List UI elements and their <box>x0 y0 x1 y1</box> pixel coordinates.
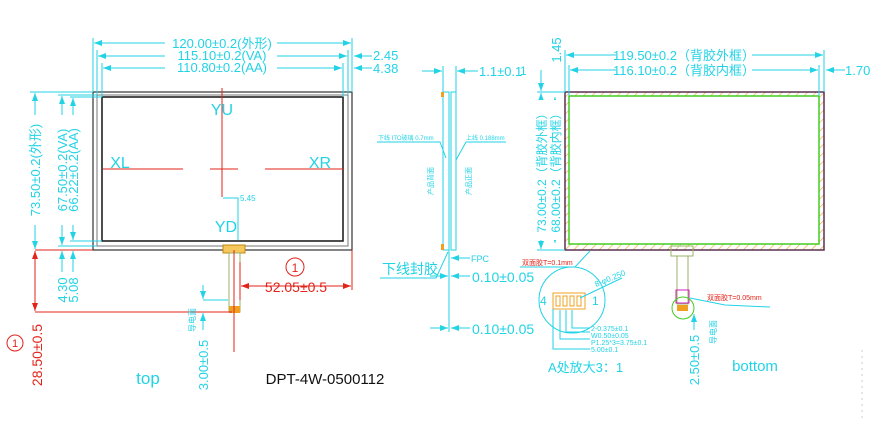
film-layer <box>450 91 457 251</box>
inner-width-label: 116.10±0.2（背胶内框） <box>613 63 755 78</box>
tape-tail-leader <box>689 297 771 308</box>
right-va-label: 2.45 <box>373 48 398 63</box>
tail-label: 3.00±0.5 <box>196 340 211 391</box>
seal-top <box>441 92 444 97</box>
fpc-label: FPC <box>471 254 490 264</box>
top-view-label: top <box>136 369 160 388</box>
extension-lines-top <box>92 38 353 97</box>
bottom-glass-label: 下线 ITO玻璃 0.7mm <box>378 134 434 142</box>
detail-note-4: 5.00±0.1 <box>591 347 618 354</box>
bottom-view-label: bottom <box>732 358 778 375</box>
electrode-yd: YD <box>215 219 237 236</box>
tape-main-label: 双面胶T=0.1mm <box>522 258 573 267</box>
inner-height-label: 68.00±0.2（背胶内框） <box>548 107 563 232</box>
detail-note-3: P1.25*3=3.75±0.1 <box>591 340 647 347</box>
detail-holes-label: 8-φ0.250 <box>593 268 627 289</box>
pin-gap-leader <box>223 197 239 240</box>
film-leader <box>455 141 506 161</box>
detail-note-1: 2-0.375±0.1 <box>591 326 628 333</box>
detail-pins <box>555 295 582 307</box>
bottom-fpc-tail <box>676 255 689 305</box>
right-aa-label: 4.38 <box>373 61 398 76</box>
glass-leader <box>377 141 447 159</box>
pin-gap-label: 5.45 <box>240 194 256 203</box>
top-view: YU XL XR YD 5.45 52.05±0.5 1 28.50±0.5 1 <box>6 36 398 391</box>
outline-height-label: 73.50±0.2(外形) <box>28 124 43 216</box>
detail-pin-left: 4 <box>540 294 547 308</box>
tail-face-label: 导电面 <box>187 308 197 332</box>
bottom-fpc-stiffener <box>675 289 690 304</box>
detail-dim-lines <box>552 309 590 350</box>
va-height-label: 67.50±0.2(VA) <box>55 129 70 212</box>
detail-note-2: W0.50±0.05 <box>591 333 629 340</box>
detail-circle <box>538 266 606 334</box>
marker-circle <box>285 257 305 277</box>
bottom-extension-lines <box>564 50 825 96</box>
fpc-length-label: 28.50±0.5 <box>29 324 45 386</box>
extension-lines-left <box>30 91 102 247</box>
bottom-tail-face: 导电面 <box>708 320 718 344</box>
seal-bottom <box>441 244 444 250</box>
outer-width-label: 119.50±0.2（背胶外框） <box>613 48 755 63</box>
gap1-label: 0.10±0.05 <box>472 269 534 285</box>
bottom-fpc-contacts <box>677 305 688 311</box>
tape-tail-label: 双面胶T=0.05mm <box>707 293 762 302</box>
aa-width-label: 110.80±0.2(AA) <box>177 60 267 75</box>
bottom-va-label: 4.30 <box>55 277 70 302</box>
electrode-xr: XR <box>309 155 331 172</box>
gap2-label: 0.10±0.05 <box>472 321 534 337</box>
outer-height-label: 73.00±0.2（背胶外框） <box>534 107 549 232</box>
bottom-view: 119.50±0.2（背胶外框） 116.10±0.2（背胶内框） 1.45 1… <box>520 37 870 385</box>
left-margin-label: 1.45 <box>549 37 564 62</box>
electrode-yu: YU <box>211 102 233 119</box>
bottom-aa-label: 5.08 <box>66 277 81 302</box>
holes-leader <box>579 277 623 299</box>
seal-leader <box>380 251 449 279</box>
glass-layer <box>442 91 450 251</box>
detail-title: A处放大3：1 <box>548 360 623 375</box>
outline-width-label: 120.00±0.2(外形) <box>172 36 272 51</box>
top-film-label: 上线 0.188mm <box>466 134 505 142</box>
side-view: 1.1±0.1 下线 ITO玻璃 0.7mm 上线 0.188mm 产品背面 产… <box>377 64 534 337</box>
tape-inner <box>568 95 820 245</box>
marker-circle-2 <box>6 334 24 352</box>
seal-label: 下线封胶 <box>382 261 438 277</box>
right-margin-label: 1.70 <box>845 63 870 78</box>
marker-label-2: 1 <box>12 338 18 350</box>
front-face-label: 产品正面 <box>464 167 473 195</box>
aa-height-label: 66.22±0.2(AA) <box>66 128 81 212</box>
detail-a: 4 1 8-φ0.250 2-0.375±0.1 W0.50±0.05 P1.2… <box>538 266 647 375</box>
detail-pad-strip <box>552 292 586 310</box>
bottom-tail-label: 2.50±0.5 <box>687 335 702 386</box>
marker-label: 1 <box>292 261 299 275</box>
va-width-label: 115.10±0.2(VA) <box>177 48 266 63</box>
thickness-label: 1.1±0.1 <box>479 64 522 79</box>
fpc-offset-label: 52.05±0.5 <box>265 279 327 295</box>
detail-a-marker <box>671 296 695 320</box>
detail-pin-right: 1 <box>592 294 599 308</box>
top-margin-label: 1 <box>520 64 527 78</box>
electrode-xl: XL <box>110 155 130 172</box>
part-number: DPT-4W-0500112 <box>266 371 385 388</box>
back-face-label: 产品背面 <box>426 167 435 195</box>
